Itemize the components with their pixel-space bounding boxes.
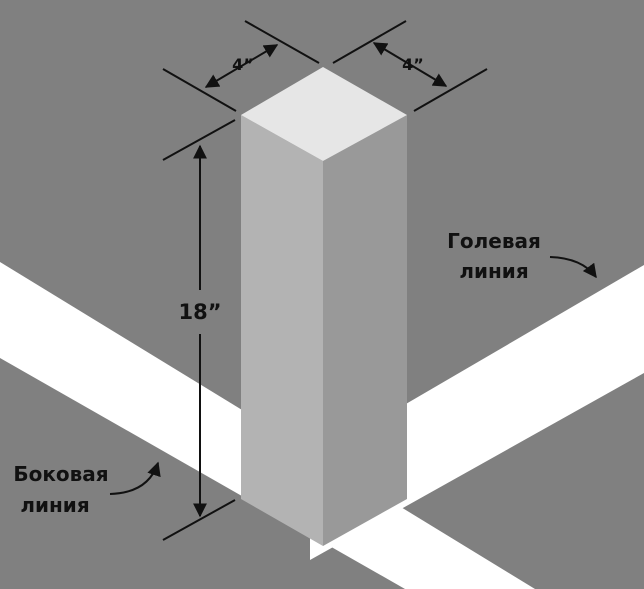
- width-a-arrow: [204, 44, 279, 88]
- height-label: 18”: [178, 300, 221, 324]
- side-line-label-line1: Боковая: [13, 462, 108, 486]
- width-a-label: 4”: [232, 55, 254, 74]
- side-line-label-line2: линия: [20, 493, 89, 517]
- ext-line-top-right-outer: [413, 68, 488, 112]
- goal-line-label-line1: Голевая: [447, 229, 541, 253]
- dimension-arrows: [193, 42, 448, 518]
- pylon-left-face: [241, 115, 323, 546]
- ext-line-height-bottom: [162, 499, 236, 541]
- extension-lines: [162, 20, 488, 541]
- pylon-right-face: [323, 115, 407, 546]
- goal-line-label-line2: линия: [459, 259, 528, 283]
- ext-line-height-top: [162, 119, 236, 161]
- pylon: [241, 67, 407, 546]
- ext-line-top-left-outer: [162, 68, 237, 112]
- side-line-pointer-arrow: [109, 461, 161, 495]
- width-b-arrow: [372, 42, 448, 87]
- pylon-top-face: [241, 67, 407, 161]
- width-b-label: 4”: [402, 55, 424, 74]
- ext-line-top-left-inner: [244, 20, 320, 64]
- ext-line-top-right-inner: [332, 20, 407, 64]
- goal-line-pointer-arrow: [549, 256, 597, 279]
